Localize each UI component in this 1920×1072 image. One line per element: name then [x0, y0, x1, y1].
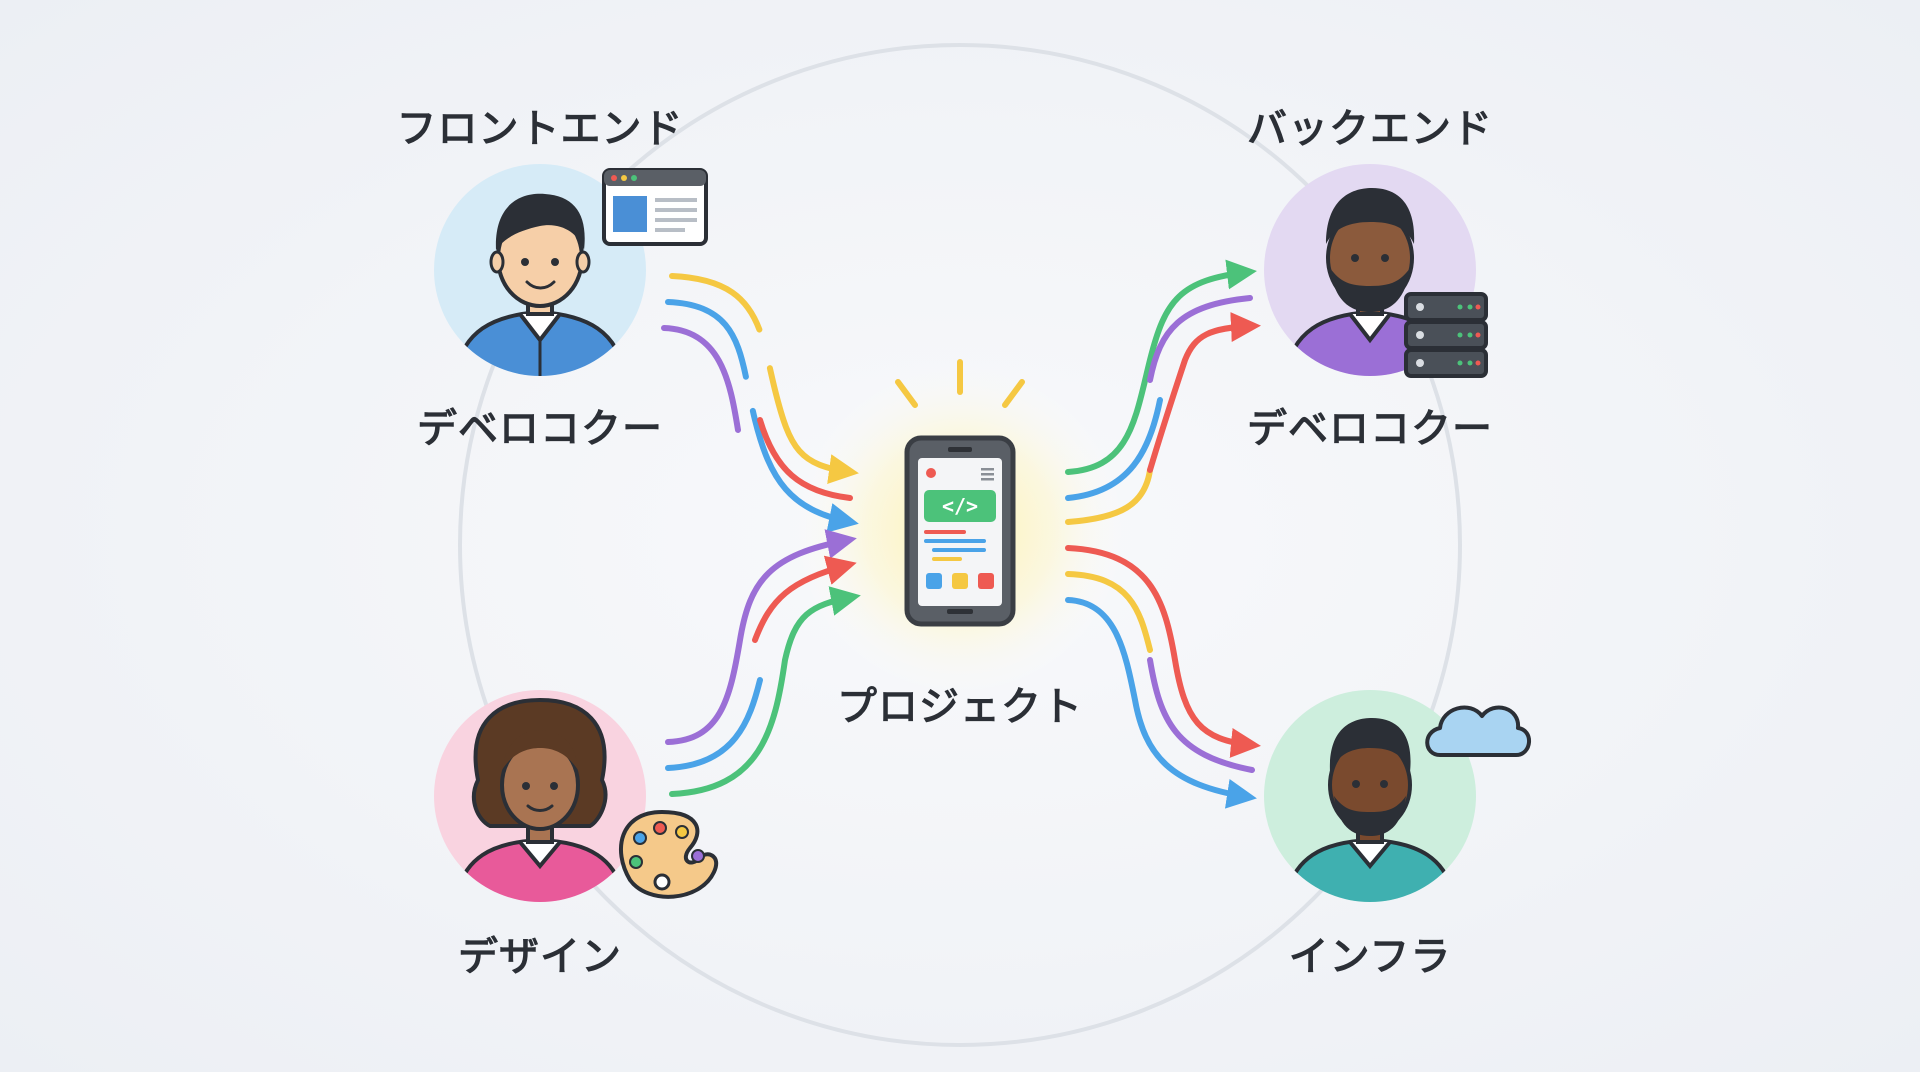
team-ring	[458, 43, 1462, 1047]
flow-line-red	[1065, 545, 1261, 758]
project-label: プロジェクト	[837, 684, 1083, 730]
ray	[895, 379, 918, 408]
flow-project-to-infra	[1065, 545, 1261, 809]
flow-line-blue	[1065, 397, 1163, 501]
flow-line-blue	[665, 677, 763, 771]
backend-subtitle: デベロコクー	[1247, 406, 1493, 452]
frontend-developer-avatar	[434, 164, 646, 376]
flow-line-purple	[1147, 295, 1253, 383]
flow-project-to-backend	[1065, 259, 1261, 525]
backend-title: バックエンド	[1247, 106, 1493, 152]
flow-design-to-project	[665, 529, 861, 797]
designer-avatar	[434, 690, 646, 902]
flow-line-red	[1147, 312, 1261, 473]
design-label: デザイン	[458, 934, 622, 980]
flow-line-purple	[665, 529, 857, 745]
flow-line-purple	[661, 325, 741, 433]
flow-line-green	[669, 586, 861, 797]
infrastructure-engineer-avatar	[1264, 690, 1476, 902]
flow-line-purple	[1147, 657, 1255, 773]
flow-line-yellow	[1065, 571, 1153, 653]
browser-window-icon	[602, 168, 708, 246]
cloud-icon	[1425, 705, 1531, 757]
frontend-title: フロントエンド	[396, 106, 684, 152]
flow-line-blue	[665, 299, 859, 533]
svg-text:</>: </>	[942, 494, 978, 518]
smartphone-code-icon: </>	[895, 359, 1025, 627]
flow-line-red	[757, 417, 853, 501]
flow-line-yellow	[1065, 467, 1153, 525]
flow-line-red	[752, 555, 857, 643]
frontend-subtitle: デベロコクー	[417, 406, 663, 452]
flow-frontend-to-project	[661, 273, 859, 533]
flow-line-yellow	[669, 273, 859, 484]
server-stack-icon	[1404, 292, 1488, 378]
paint-palette-icon	[619, 809, 719, 899]
infra-label: インフラ	[1288, 934, 1452, 980]
flow-line-blue	[1065, 597, 1257, 809]
flow-line-green	[1065, 259, 1257, 475]
ray	[1002, 379, 1025, 408]
